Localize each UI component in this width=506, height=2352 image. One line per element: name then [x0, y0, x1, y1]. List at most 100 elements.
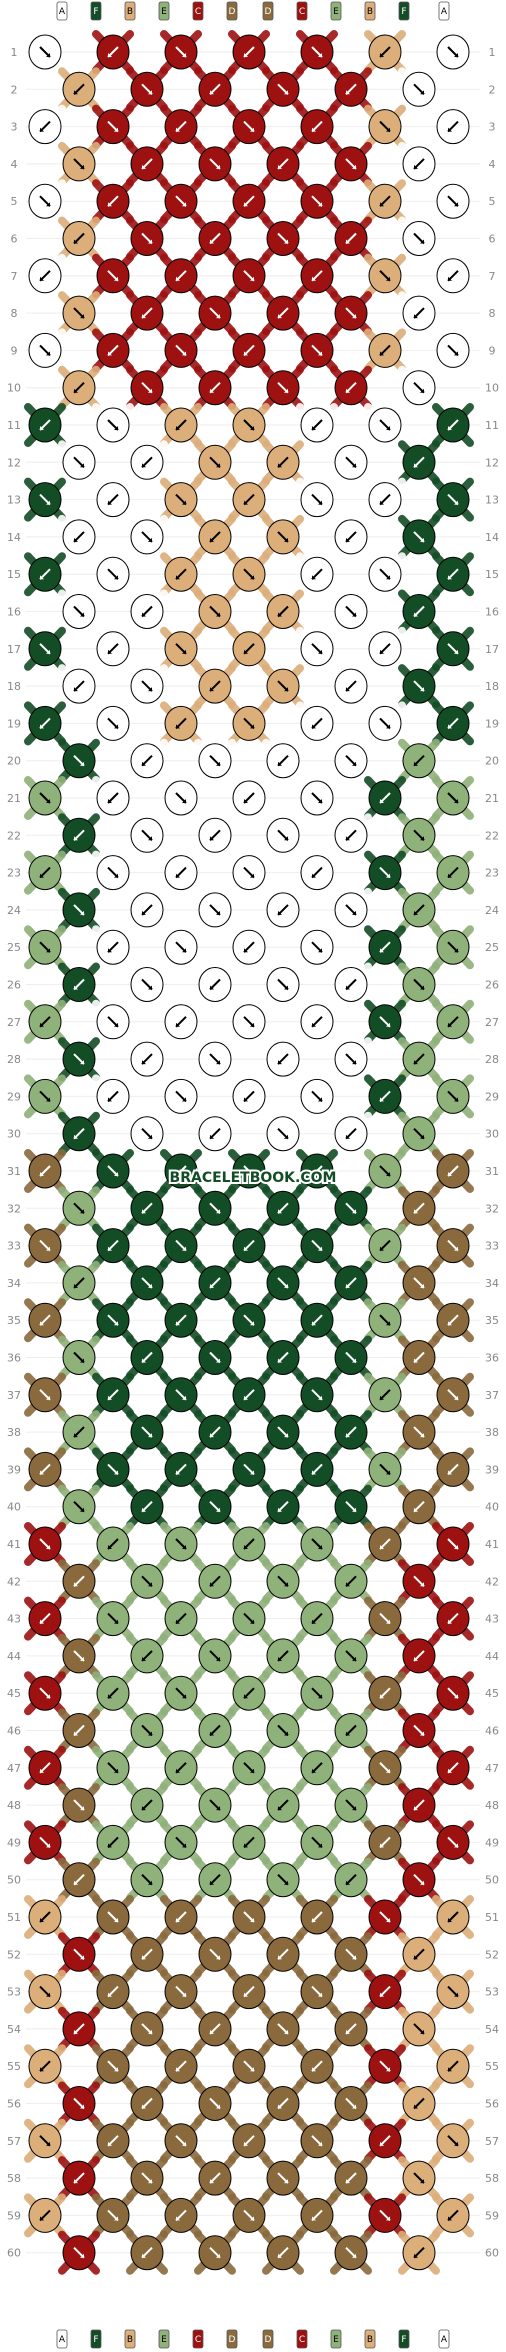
row-number-left: 20 [7, 755, 21, 768]
knot-arrow-head [210, 1433, 214, 1438]
knot-arrow-head [380, 2141, 384, 2146]
knot-arrow-head [352, 910, 356, 915]
knot-arrow-head [318, 1395, 322, 1400]
knot-arrow-head [40, 1321, 44, 1326]
knot-arrow-head [414, 1656, 418, 1661]
knot-arrow-head [176, 1768, 180, 1773]
row-number-left: 28 [7, 1053, 21, 1066]
row-number-left: 54 [7, 2023, 21, 2036]
knot-arrow-head [454, 1694, 458, 1699]
knot-arrow-head [148, 388, 152, 393]
knot-arrow-head [318, 1992, 322, 1997]
row-number-left: 48 [7, 1799, 21, 1812]
row-number-left: 31 [7, 1165, 21, 1178]
knot-layer [28, 34, 470, 2271]
row-number-right: 53 [485, 1986, 499, 1999]
knot-arrow-head [250, 127, 254, 132]
knot-arrow-head [74, 1582, 78, 1587]
knot-arrow-head [80, 164, 84, 169]
knot-arrow-head [210, 1731, 214, 1736]
knot-arrow-head [250, 575, 254, 580]
row-number-left: 1 [11, 46, 18, 59]
row-number-right: 57 [485, 2135, 499, 2148]
row-number-left: 38 [7, 1426, 21, 1439]
knot-arrow-head [40, 1470, 44, 1475]
knot-arrow-head [182, 53, 186, 57]
knot-arrow-head [210, 985, 214, 990]
row-number-left: 34 [7, 1277, 21, 1290]
knot-arrow-head [182, 1694, 186, 1699]
knot-arrow-head [176, 426, 180, 430]
row-number-left: 30 [7, 1128, 21, 1141]
knot-arrow-head [284, 537, 288, 542]
knot-arrow-head [74, 687, 78, 692]
row-number-left: 14 [7, 531, 21, 544]
knot-arrow-head [148, 239, 152, 244]
row-number-left: 13 [7, 494, 21, 507]
knot-arrow-head [108, 53, 112, 57]
knot-arrow-head [74, 537, 78, 542]
knot-arrow-head [386, 1768, 390, 1773]
knot-arrow-head [386, 724, 390, 729]
knot-arrow-head [148, 687, 152, 692]
knot-arrow-head [318, 649, 322, 654]
knot-arrow-head [278, 612, 282, 617]
knot-arrow-head [210, 90, 214, 95]
row-number-right: 5 [489, 195, 496, 208]
knot-arrow-head [414, 314, 418, 319]
row-number-left: 24 [7, 904, 21, 917]
knot-arrow-head [108, 799, 112, 803]
knot-arrow-head [210, 388, 214, 393]
knot-arrow-head [250, 873, 254, 878]
knot-arrow-head [216, 1358, 220, 1363]
knot-arrow-head [142, 164, 146, 169]
knot-arrow-head [386, 2216, 390, 2221]
knot-arrow-head [114, 575, 118, 580]
knot-arrow-head [80, 910, 84, 915]
knot-arrow-head [176, 127, 180, 132]
knot-arrow-head [346, 537, 350, 542]
knot-arrow-head [346, 1731, 350, 1736]
knot-arrow-head [278, 314, 282, 319]
row-number-right: 9 [489, 344, 496, 357]
knot-arrow-head [448, 426, 452, 430]
knot-arrow-head [148, 1582, 152, 1587]
row-number-left: 56 [7, 2098, 21, 2111]
knot-arrow-head [352, 1507, 356, 1512]
knot-arrow-head [114, 873, 118, 878]
top-strand-letter: E [333, 7, 339, 17]
knot-arrow-head [114, 1022, 118, 1027]
knot-arrow-head [386, 276, 390, 281]
knot-arrow-head [278, 1507, 282, 1512]
knot-arrow-head [114, 1768, 118, 1773]
knot-arrow-head [284, 985, 288, 990]
knot-arrow-head [352, 1060, 356, 1065]
knot-arrow-head [420, 1134, 424, 1139]
knot-arrow-head [182, 1246, 186, 1251]
row-number-left: 44 [7, 1650, 21, 1663]
knot-arrow-head [80, 463, 84, 468]
knot-arrow-head [420, 687, 424, 692]
row-number-left: 10 [7, 382, 21, 395]
top-strand-letter: B [367, 7, 373, 17]
knot-arrow-head [414, 1209, 418, 1214]
knot-arrow-head [352, 164, 356, 169]
knot-arrow-head [108, 948, 112, 953]
knot-arrow-head [80, 2253, 84, 2258]
knot-arrow-head [40, 127, 44, 132]
bottom-strand-letter: D [265, 2335, 272, 2345]
knot-arrow-head [182, 1843, 186, 1848]
knot-arrow-head [318, 948, 322, 953]
knot-arrow-head [278, 2253, 282, 2258]
knot-arrow-head [40, 426, 44, 430]
knot-arrow-head [346, 1582, 350, 1587]
row-number-right: 32 [485, 1202, 499, 1215]
row-number-left: 60 [7, 2247, 21, 2260]
bottom-strand-letter: E [161, 2335, 167, 2345]
top-strand-tab [330, 1, 342, 21]
knot-arrow-head [244, 53, 248, 57]
knot-arrow-head [46, 351, 50, 356]
bottom-strand-letter: C [195, 2335, 201, 2345]
row-number-left: 19 [7, 717, 21, 730]
row-number-left: 2 [11, 83, 18, 96]
